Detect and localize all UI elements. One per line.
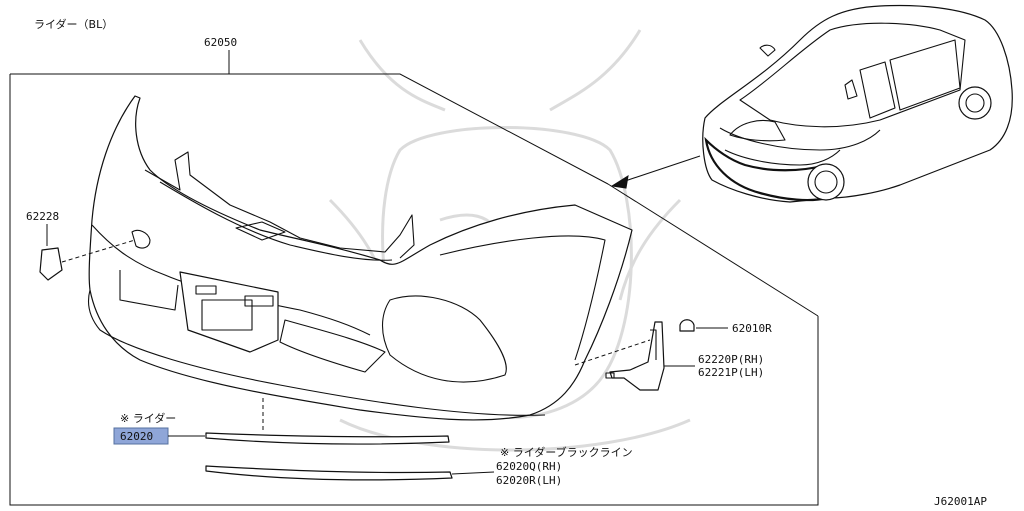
part-number-62020: 62020 [120, 430, 153, 443]
molding-62020 [205, 432, 450, 445]
vehicle-illustration [702, 4, 1013, 203]
part-number-62228: 62228 [26, 210, 59, 223]
watermark-emblem [328, 29, 691, 452]
rider-note: ※ ライダー [120, 411, 176, 425]
side-bracket [605, 321, 665, 391]
part-number-62020R: 62020R(LH) [496, 474, 562, 487]
molding-black-line [205, 465, 453, 481]
part-number-62221P: 62221P(LH) [698, 366, 764, 379]
grommet-62010R [679, 319, 695, 332]
pointer-arrow-line [621, 155, 701, 183]
black-line-note: ※ ライダーブラックライン [500, 445, 633, 459]
part-number-62220P: 62220P(RH) [698, 353, 764, 366]
header-label: ライダー（BL） [34, 17, 113, 31]
bumper-fascia [87, 95, 633, 421]
figure-code: J62001AP [934, 495, 987, 508]
arrow-head-icon [610, 174, 629, 189]
dashed-62228 [61, 239, 136, 263]
diagram-frame [9, 73, 819, 506]
clip-62228 [39, 247, 63, 281]
part-number-62050: 62050 [204, 36, 237, 49]
leader-62020Q [451, 471, 495, 475]
part-number-62020Q: 62020Q(RH) [496, 460, 562, 473]
dashed-bracket [574, 339, 651, 366]
part-number-62010R: 62010R [732, 322, 772, 335]
